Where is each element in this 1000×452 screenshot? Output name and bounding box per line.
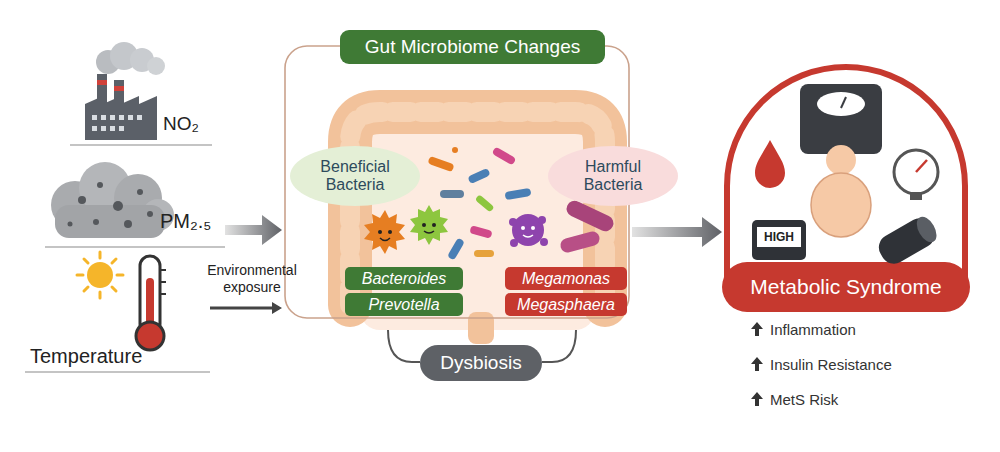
node-text: Beneficial Bacteria [290, 146, 420, 206]
pollutant-source: NO₂ [80, 55, 215, 145]
node-text: Harmful Bacteria [548, 146, 678, 206]
edge-label: Environmental exposure [188, 262, 316, 296]
up-arrow-icons [751, 322, 763, 406]
speech-bubble: Harmful Bacteria [548, 146, 678, 206]
effect-label: MetS Risk [770, 390, 838, 410]
pm-cloud-icon [51, 162, 174, 238]
sun-icon [77, 252, 123, 298]
node-text: Dysbiosis [420, 345, 542, 381]
node-text: Bacteroides [345, 267, 463, 290]
outcome-dome: Metabolic Syndrome [722, 62, 970, 314]
node-text: Temperature [30, 345, 142, 368]
exposure-source: Temperature [25, 252, 210, 370]
flow-arrow [632, 217, 722, 247]
display-text: HIGH [757, 227, 801, 247]
taxon-pill: Prevotella [345, 293, 463, 316]
thermometer-icon [136, 256, 166, 350]
node-outline [282, 28, 632, 388]
node-text: Prevotella [345, 293, 463, 316]
node-text: NO₂ [163, 113, 199, 135]
factory-icon [85, 42, 165, 140]
separator-line [25, 371, 210, 373]
effect-label: Insulin Resistance [770, 355, 892, 375]
node-text: Megamonas [505, 267, 627, 290]
node-text: Metabolic Syndrome [722, 262, 970, 312]
node-text: Megasphaera [505, 293, 627, 316]
node-text: PM₂.₅ [160, 210, 211, 233]
separator-line [70, 144, 212, 146]
flow-arrow [225, 215, 282, 245]
taxon-pill: Megamonas [505, 267, 627, 290]
taxon-pill: Bacteroides [345, 267, 463, 290]
node-text: Gut Microbiome Changes [340, 30, 605, 64]
speech-bubble: Beneficial Bacteria [290, 146, 420, 206]
pollutant-source: PM₂.₅ [40, 155, 225, 243]
status-pill: Dysbiosis [420, 345, 542, 381]
taxon-pill: Megasphaera [505, 293, 627, 316]
exposure-arrow [210, 302, 282, 314]
separator-line [45, 246, 225, 248]
effect-label: Inflammation [770, 320, 856, 340]
microbiome-panel: Gut Microbiome ChangesBeneficial Bacteri… [282, 28, 632, 388]
